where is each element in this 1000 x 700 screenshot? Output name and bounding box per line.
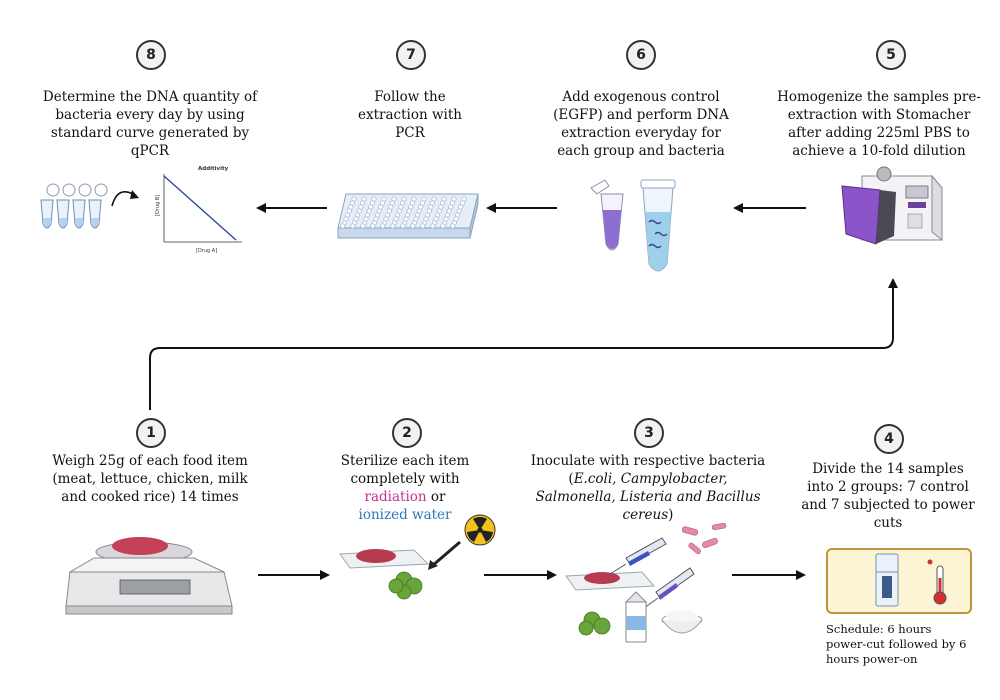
step-2-badge: 2 xyxy=(392,418,422,448)
sterilization-icon xyxy=(339,514,496,600)
step-6-text: Add exogenous control (EGFP) and perform… xyxy=(553,89,729,159)
step-3-text: Inoculate with respective bacteria (E.co… xyxy=(530,452,766,524)
step-4-badge: 4 xyxy=(874,424,904,454)
step-2-text-pre: Sterilize each item completely with xyxy=(340,453,470,487)
step-5-badge: 5 xyxy=(876,40,906,70)
step-1-badge: 1 xyxy=(136,418,166,448)
schedule-note: Schedule: 6 hours power-cut followed by … xyxy=(826,622,967,666)
step-3-text-pre: Inoculate with respective bacteria ( xyxy=(530,453,766,487)
storage-box xyxy=(826,548,972,614)
stomacher-icon xyxy=(841,166,943,245)
pcr-plate-icon xyxy=(337,193,479,239)
step-3-badge: 3 xyxy=(634,418,664,448)
mini-chart-title: Additivity xyxy=(198,166,229,172)
or-label: or xyxy=(430,489,446,505)
step-8-text: Determine the DNA quantity of bacteria e… xyxy=(42,89,258,159)
mini-chart-xlabel: [Drug A] xyxy=(196,248,217,254)
inoculation-icon xyxy=(565,522,727,643)
step-7-badge: 7 xyxy=(396,40,426,70)
standard-curve-chart: Additivity [Drug A] [Drug B] xyxy=(155,166,242,254)
weighing-scale-icon xyxy=(65,537,233,615)
extraction-tubes-icon xyxy=(590,179,676,272)
radiation-label: radiation xyxy=(364,489,427,505)
step-7-text: Follow the extraction with PCR xyxy=(358,89,462,141)
step-8-badge: 8 xyxy=(136,40,166,70)
fridge-icon xyxy=(875,553,899,607)
curved-arrow-icon xyxy=(111,190,139,207)
ionized-water-label: ionized water xyxy=(358,507,452,523)
step-6-badge: 6 xyxy=(626,40,656,70)
thermometer-icon xyxy=(927,559,947,605)
bacteria-species: E.coli, Campylobacter, Salmonella, Liste… xyxy=(535,471,761,523)
step-2-text: Sterilize each item completely with radi… xyxy=(322,452,488,524)
arrow-1-to-5 xyxy=(149,278,898,410)
step-1-text: Weigh 25g of each food item (meat, lettu… xyxy=(52,453,248,505)
pcr-tubes-icon xyxy=(40,183,108,229)
step-5-text: Homogenize the samples pre-extraction wi… xyxy=(777,89,981,159)
step-3-text-post: ) xyxy=(668,507,674,523)
step-4-text: Divide the 14 samples into 2 groups: 7 c… xyxy=(801,461,975,531)
mini-chart-ylabel: [Drug B] xyxy=(155,195,161,216)
